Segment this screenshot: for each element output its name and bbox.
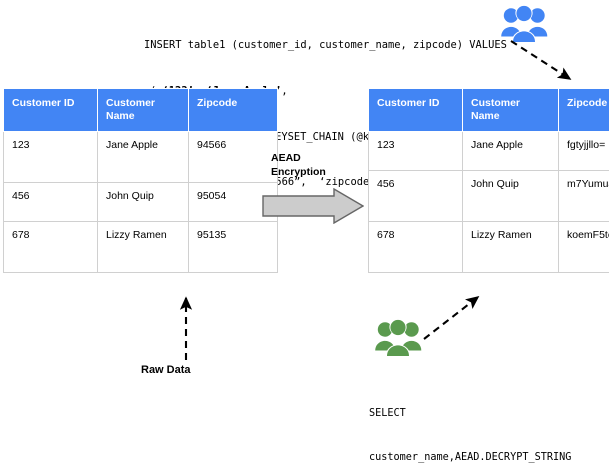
plaintext-table: Customer ID Customer Name Zipcode 123 Ja… [3,88,278,273]
column-header-customer-id: Customer ID [3,88,98,132]
cell-encrypted-zipcode: koemF5ter= [558,221,609,273]
table-row: 123 Jane Apple 94566 [3,131,278,183]
cell-zipcode: 94566 [188,131,278,183]
cell-customer-id: 123 [368,131,463,171]
cell-encrypted-zipcode: m7Yumuawqry [558,170,609,222]
people-group-icon [500,4,548,48]
column-header-customer-name: Customer Name [462,88,559,132]
table-row: 456 John Quip 95054 [3,182,278,222]
dashed-arrow-upright-icon [423,295,480,340]
cell-customer-id: 123 [3,131,98,183]
select-query-line-2: customer_name,AEAD.DECRYPT_STRING [369,451,572,463]
table-header-row: Customer ID Customer Name Zipcode [368,88,609,132]
column-header-customer-id: Customer ID [368,88,463,132]
cell-customer-name: Jane Apple [462,131,559,171]
cell-customer-name: Jane Apple [97,131,189,183]
cell-customer-name: John Quip [97,182,189,222]
cell-customer-id: 678 [3,221,98,273]
table-header-row: Customer ID Customer Name Zipcode [3,88,278,132]
cell-encrypted-zipcode: fgtyjjllo= [558,131,609,171]
aead-encryption-label: AEAD Encryption [271,152,326,178]
cell-customer-id: 678 [368,221,463,273]
insert-query-line-1: INSERT table1 (customer_id, customer_nam… [144,39,507,52]
select-query-text: SELECT customer_name,AEAD.DECRYPT_STRING… [369,378,571,469]
table-row: 678 Lizzy Ramen 95135 [3,221,278,273]
cell-customer-name: Lizzy Ramen [97,221,189,273]
raw-data-label: Raw Data [141,364,191,376]
column-header-zipcode: Zipcode [188,88,278,132]
cell-customer-id: 456 [3,182,98,222]
cell-customer-name: John Quip [462,170,559,222]
people-group-icon [374,318,422,362]
block-arrow-right-icon [262,187,365,225]
table-row: 456 John Quip m7Yumuawqry [368,170,609,222]
select-query-line-1: SELECT [369,408,406,420]
table-row: 123 Jane Apple fgtyjjllo= [368,131,609,171]
cell-customer-name: Lizzy Ramen [462,221,559,273]
cell-zipcode: 95135 [188,221,278,273]
encrypted-table: Customer ID Customer Name Zipcode 123 Ja… [368,88,609,273]
insert-line2-suffix: , [281,85,288,98]
table-row: 678 Lizzy Ramen koemF5ter= [368,221,609,273]
column-header-zipcode: Zipcode [558,88,609,132]
column-header-customer-name: Customer Name [97,88,189,132]
cell-customer-id: 456 [368,170,463,222]
